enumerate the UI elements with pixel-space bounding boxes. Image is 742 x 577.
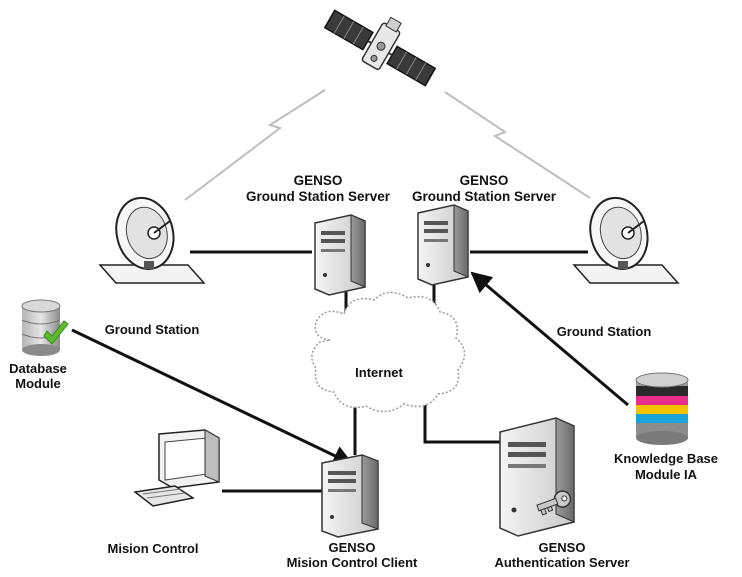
satellite-icon xyxy=(323,9,437,87)
genso-server-right-label: Ground Station Server xyxy=(412,189,557,204)
database-colored-icon xyxy=(635,372,689,445)
knowledge-base-label: Module IA xyxy=(635,467,698,482)
mission-control-label: Mision Control xyxy=(108,541,199,556)
genso-server-left-label: Ground Station Server xyxy=(246,189,391,204)
client-label: Mision Control Client xyxy=(287,555,418,570)
server-tower-icon xyxy=(321,454,379,538)
database-check-icon xyxy=(21,299,69,356)
computer-workstation-icon xyxy=(133,429,220,507)
database-label: Database xyxy=(9,361,67,376)
ground-station-right-label: Ground Station xyxy=(557,324,652,339)
wireless-link-right xyxy=(444,91,591,199)
arrow-database-to-client xyxy=(71,328,354,466)
auth-server-label: GENSO xyxy=(539,540,586,555)
internet-label: Internet xyxy=(355,365,403,380)
client-label: GENSO xyxy=(329,540,376,555)
satellite-dish-icon xyxy=(98,196,206,284)
satellite-dish-icon xyxy=(572,196,680,284)
server-key-icon xyxy=(499,417,575,537)
arrow-knowledge-to-server xyxy=(470,271,629,407)
knowledge-base-label: Knowledge Base xyxy=(614,451,718,466)
server-tower-icon xyxy=(314,214,366,296)
wireless-link-left xyxy=(184,89,326,201)
genso-server-right-label: GENSO xyxy=(460,173,509,188)
server-tower-icon xyxy=(417,204,469,286)
ground-station-left-label: Ground Station xyxy=(105,322,200,337)
cloud-icon xyxy=(311,291,466,413)
genso-server-left-label: GENSO xyxy=(294,173,343,188)
database-label: Module xyxy=(15,376,61,391)
auth-server-label: Authentication Server xyxy=(494,555,629,570)
